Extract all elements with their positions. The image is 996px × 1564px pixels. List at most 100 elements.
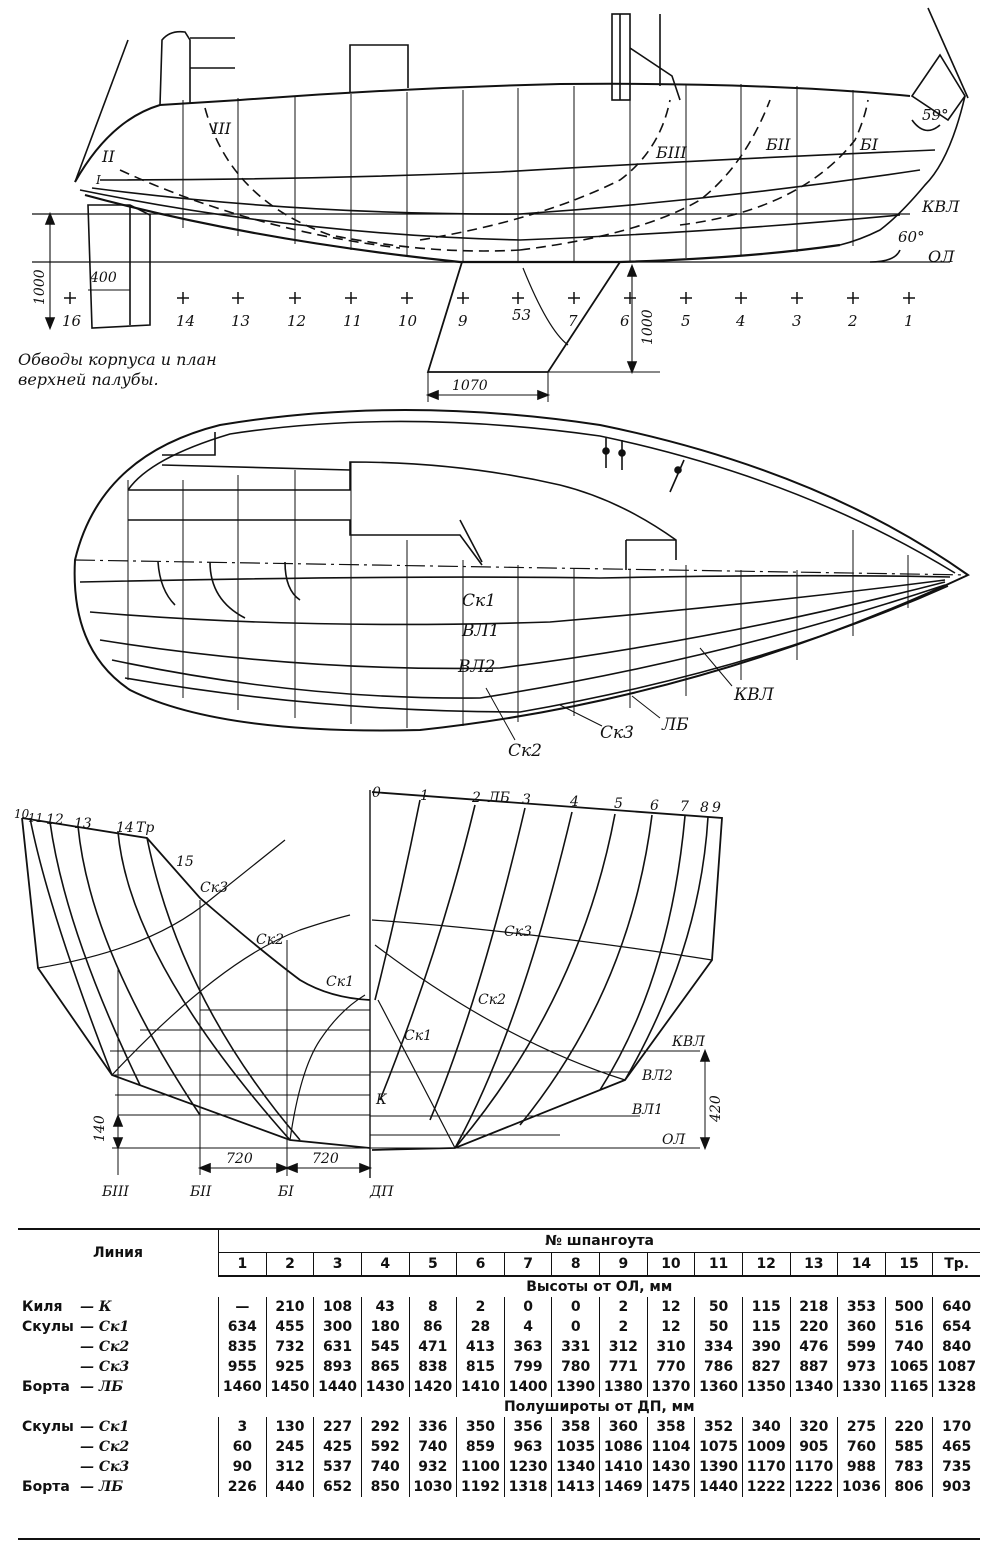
dim-keel-length: 1070	[452, 378, 488, 394]
frames-header: № шпангоута	[218, 1230, 980, 1253]
table-cell: 1390	[694, 1457, 743, 1477]
table-cell: 8	[408, 1297, 457, 1317]
station-label: 2	[847, 312, 858, 330]
table-cell: 640	[932, 1297, 980, 1317]
station-label: 6	[620, 312, 630, 330]
body-sk3-left: Ск3	[200, 880, 228, 896]
station-label: 9	[458, 312, 468, 330]
table-cell: 1035	[551, 1437, 600, 1457]
frame-number: 9	[599, 1252, 648, 1277]
table-cell: 440	[265, 1477, 314, 1497]
frame-number: 14	[837, 1252, 886, 1277]
frame-number: 15	[884, 1252, 933, 1277]
drawing-caption: Обводы корпуса и план верхней палубы.	[18, 350, 217, 389]
body-station-label: 3	[522, 792, 531, 808]
table-cell: 652	[313, 1477, 362, 1497]
table-cell: 0	[551, 1297, 600, 1317]
body-dp-label: ДП	[369, 1184, 394, 1200]
table-cell: 1009	[741, 1437, 790, 1457]
buttock-label-II: II	[101, 147, 115, 166]
table-cell: 740	[408, 1437, 457, 1457]
row-label-line: — Ск1	[80, 1319, 130, 1335]
table-cell: 1440	[313, 1377, 362, 1397]
body-lb-label: ЛБ	[487, 790, 510, 806]
table-cell: 1350	[741, 1377, 790, 1397]
table-cell: 43	[360, 1297, 409, 1317]
table-cell: 1340	[551, 1457, 600, 1477]
plan-label-lb: ЛБ	[661, 715, 689, 735]
row-label-line: — Ск2	[80, 1439, 130, 1455]
table-cell: 1165	[884, 1377, 933, 1397]
body-dim-720b: 720	[312, 1151, 339, 1167]
table-cell: 932	[408, 1457, 457, 1477]
table-cell: 115	[741, 1297, 790, 1317]
station-labels: 16 14 13 12 11 10 9 53 7 6 5 4 3 2 1	[62, 306, 914, 330]
row-label-line: — Ск1	[80, 1419, 130, 1435]
body-station-label: 9	[712, 800, 721, 816]
table-cell: 1380	[599, 1377, 648, 1397]
kvl-label: КВЛ	[921, 197, 960, 216]
table-cell: 865	[360, 1357, 409, 1377]
plan-label-vl2: ВЛ2	[457, 657, 496, 677]
table-cell: 334	[694, 1337, 743, 1357]
table-cell: 358	[551, 1417, 600, 1437]
row-label-name: Скулы	[22, 1319, 74, 1335]
table-cell: 771	[599, 1357, 648, 1377]
body-dim-420: 420	[708, 1095, 724, 1123]
body-sk3-right: Ск3	[504, 924, 532, 940]
table-cell: 631	[313, 1337, 362, 1357]
row-label: Скулы— Ск1	[18, 1417, 219, 1437]
table-cell: 887	[789, 1357, 838, 1377]
table-cell: 353	[837, 1297, 886, 1317]
table-cell: 963	[503, 1437, 552, 1457]
table-cell: 592	[360, 1437, 409, 1457]
table-cell: 340	[741, 1417, 790, 1437]
station-label: 10	[398, 312, 418, 330]
station-label: 12	[287, 312, 306, 330]
table-cell: 1390	[551, 1377, 600, 1397]
table-cell: 356	[503, 1417, 552, 1437]
row-label-line: — Ск3	[80, 1359, 130, 1375]
table-cell: 50	[694, 1317, 743, 1337]
row-label-line: — ЛБ	[80, 1479, 124, 1495]
body-station-label: 10	[14, 807, 30, 821]
table-cell: 2	[599, 1317, 648, 1337]
table-cell: 1413	[551, 1477, 600, 1497]
row-label-line: — К	[80, 1299, 112, 1315]
table-cell: 786	[694, 1357, 743, 1377]
body-station-label: 4	[569, 794, 579, 810]
table-cell: 850	[360, 1477, 409, 1497]
table-cell: 90	[218, 1457, 267, 1477]
row-label: — Ск3	[18, 1357, 219, 1377]
row-label: Киля— К	[18, 1297, 219, 1317]
table-cell: 1087	[932, 1357, 980, 1377]
table-cell: 226	[218, 1477, 267, 1497]
table-cell: 770	[646, 1357, 695, 1377]
table-cell: 925	[265, 1357, 314, 1377]
table-cell: 2	[456, 1297, 505, 1317]
table-cell: 1410	[456, 1377, 505, 1397]
table-cell: 292	[360, 1417, 409, 1437]
table-cell: —	[218, 1297, 267, 1317]
angle-stern-label: 59°	[922, 106, 949, 124]
station-label: 1	[904, 312, 914, 330]
table-cell: 390	[741, 1337, 790, 1357]
table-cell: 859	[456, 1437, 505, 1457]
table-cell: 358	[646, 1417, 695, 1437]
table-cell: 799	[503, 1357, 552, 1377]
row-label: Борта— ЛБ	[18, 1377, 219, 1397]
table-cell: 1360	[694, 1377, 743, 1397]
frame-number: 5	[408, 1252, 457, 1277]
section-title: Полушироты от ДП, мм	[503, 1399, 695, 1415]
table-cell: 320	[789, 1417, 838, 1437]
table-cell: 210	[265, 1297, 314, 1317]
station-label: 53	[512, 306, 531, 324]
table-cell: 955	[218, 1357, 267, 1377]
table-cell: 634	[218, 1317, 267, 1337]
section-row: Полушироты от ДП, мм	[18, 1397, 980, 1417]
table-cell: 413	[456, 1337, 505, 1357]
table-cell: 1370	[646, 1377, 695, 1397]
